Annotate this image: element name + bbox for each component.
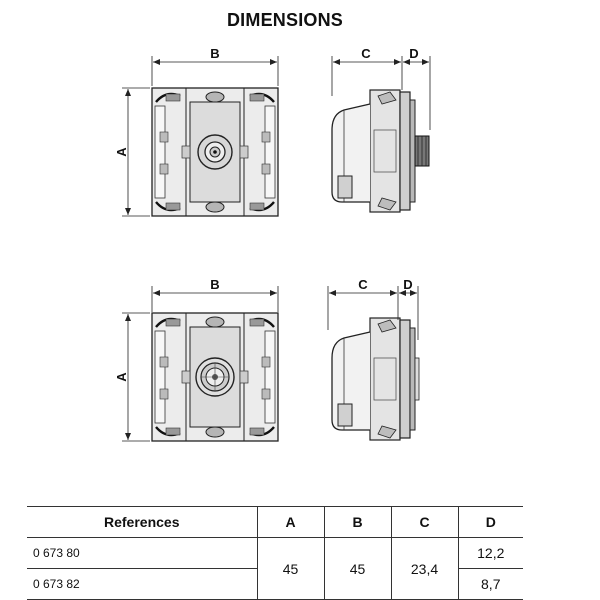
dimensions-bottom [122, 286, 419, 442]
dim-label-c-bottom: C [358, 277, 368, 292]
dim-label-d-top: D [409, 46, 418, 61]
value-d: 8,7 [457, 568, 523, 600]
table-row: 0 673 80 45 45 23,4 12,2 [27, 537, 523, 600]
side-view-bottom [331, 317, 420, 441]
dim-label-d-bottom: D [403, 277, 412, 292]
header-c: C [390, 506, 458, 538]
dim-label-a-top: A [114, 147, 129, 157]
value-b: 45 [323, 537, 391, 600]
dimensions-top [122, 56, 431, 217]
dim-label-b-bottom: B [210, 277, 219, 292]
value-d: 12,2 [457, 537, 523, 569]
dim-label-b-top: B [210, 46, 219, 61]
reference-cell: 0 673 82 [27, 568, 257, 600]
page-title: DIMENSIONS [226, 10, 343, 30]
header-references: References [27, 506, 257, 538]
side-view-top [331, 89, 430, 213]
value-c: 23,4 [390, 537, 458, 600]
front-view-top [150, 86, 280, 218]
header-a: A [256, 506, 324, 538]
front-view-bottom [150, 311, 280, 443]
dim-label-c-top: C [361, 46, 371, 61]
header-b: B [323, 506, 391, 538]
table-header-row: References A B C D [27, 506, 523, 538]
value-a: 45 [256, 537, 324, 600]
table-row: 0 673 82 8,7 [27, 568, 523, 600]
dim-label-a-bottom: A [114, 372, 129, 382]
references-table: References A B C D 0 673 80 45 45 23,4 1… [27, 506, 523, 600]
reference-cell: 0 673 80 [27, 537, 257, 569]
header-d: D [457, 506, 523, 538]
